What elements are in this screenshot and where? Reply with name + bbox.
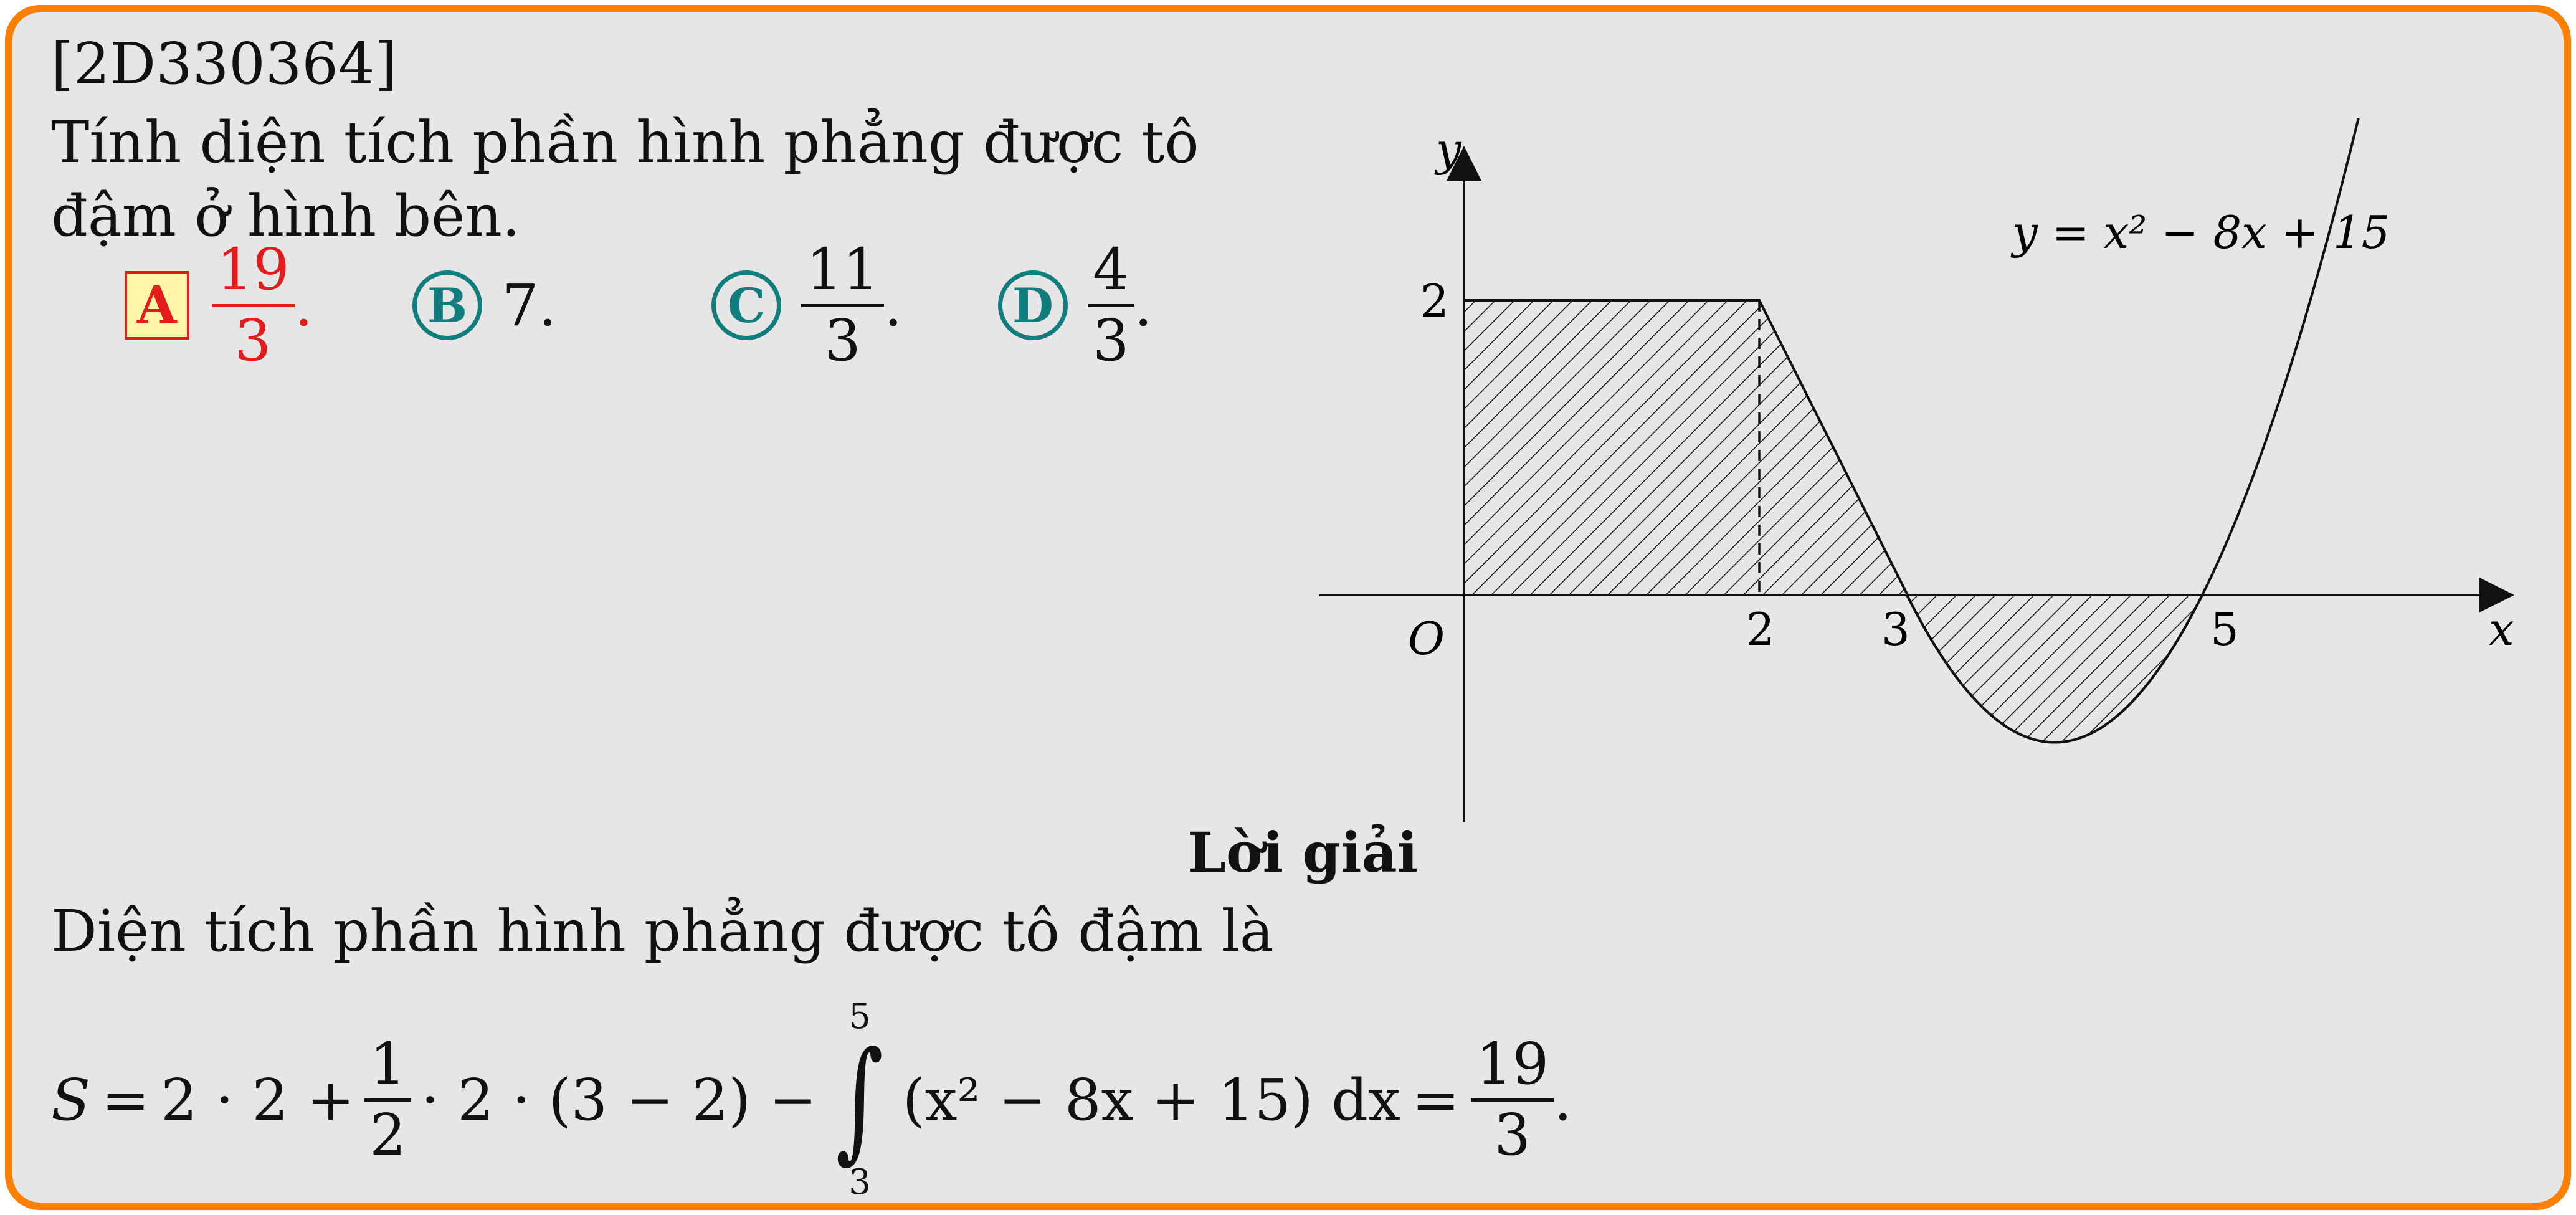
choice-c-period: .: [884, 272, 903, 339]
choice-a-period: .: [294, 272, 313, 339]
fraction-bar: [801, 303, 885, 307]
fraction-bar: [364, 1098, 411, 1102]
half-numerator: 1: [369, 1030, 406, 1097]
x-axis-label: x: [2489, 603, 2514, 655]
y-axis-label: y: [1434, 123, 1462, 176]
half-fraction: 1 2: [364, 1034, 411, 1165]
parabola-curve: [1906, 118, 2360, 744]
integral-upper-limit: 5: [848, 996, 871, 1037]
shaded-region-trapezoid: [1463, 299, 1910, 596]
choice-d-period: .: [1134, 272, 1153, 339]
half-denominator: 2: [369, 1101, 406, 1168]
result-denominator: 3: [1494, 1101, 1531, 1168]
question-text: Tính diện tích phần hình phẳng được tô đ…: [51, 109, 1199, 249]
choice-c-denominator: 3: [824, 307, 861, 374]
formula-part2: · 2 · (3 − 2) −: [421, 1066, 817, 1133]
problem-card: [2D330364] Tính diện tích phần hình phẳn…: [5, 5, 2571, 1210]
area-graph: y x O 2 2 3 5 y = x² − 8x + 15: [1319, 118, 2514, 822]
formula-integrand: (x² − 8x + 15) dx: [902, 1066, 1400, 1133]
result-numerator: 19: [1476, 1030, 1549, 1097]
x-tick-3: 3: [1881, 603, 1910, 655]
choice-c-fraction: 11 3: [801, 236, 885, 374]
curve-label: y = x² − 8x + 15: [2010, 206, 2390, 259]
formula-lhs: S: [51, 1066, 91, 1133]
x-tick-5: 5: [2210, 603, 2239, 655]
choice-c-badge: C: [711, 270, 781, 340]
fraction-bar: [1471, 1098, 1554, 1102]
choice-d-denominator: 3: [1093, 307, 1129, 374]
choice-b-badge: B: [412, 270, 482, 340]
problem-code: [2D330364]: [51, 31, 397, 97]
choice-a-fraction: 19 3: [211, 236, 295, 374]
answer-choices: A 19 3 . B 7. C 11 3 . D 4 3: [125, 231, 1184, 380]
choice-d-numerator: 4: [1093, 236, 1129, 303]
formula-period: .: [1554, 1066, 1572, 1133]
solution-formula: S = 2 · 2 + 1 2 · 2 · (3 − 2) − 5 ∫ 3 (x…: [51, 984, 1609, 1215]
choice-d[interactable]: D 4 3 .: [998, 231, 1153, 380]
formula-eq: =: [102, 1066, 150, 1133]
integral-lower-limit: 3: [848, 1162, 871, 1203]
solution-text: Diện tích phần hình phẳng được tô đậm là: [51, 898, 1274, 965]
choice-a[interactable]: A 19 3 .: [125, 231, 313, 380]
solution-title: Lời giải: [1187, 820, 1419, 885]
choice-b-period: .: [538, 272, 557, 339]
formula-part1: 2 · 2 +: [161, 1066, 355, 1133]
integral-symbol: ∫: [835, 1023, 884, 1176]
choice-a-numerator: 19: [216, 236, 290, 303]
integral-sign: 5 ∫ 3: [825, 999, 893, 1200]
y-tick-2: 2: [1420, 275, 1449, 327]
choice-c-numerator: 11: [806, 236, 880, 303]
choice-b[interactable]: B 7.: [412, 231, 557, 380]
result-fraction: 19 3: [1471, 1034, 1554, 1165]
x-tick-2: 2: [1746, 603, 1775, 655]
choice-d-fraction: 4 3: [1088, 236, 1134, 374]
choice-a-badge: A: [125, 271, 189, 340]
choice-d-badge: D: [998, 270, 1068, 340]
fraction-bar: [1088, 303, 1134, 307]
origin-label: O: [1408, 612, 1445, 665]
choice-b-value: 7: [502, 272, 539, 339]
fraction-bar: [211, 303, 295, 307]
formula-eq-2: =: [1411, 1066, 1460, 1133]
choice-a-denominator: 3: [234, 307, 272, 374]
choice-c[interactable]: C 11 3 .: [711, 231, 902, 380]
